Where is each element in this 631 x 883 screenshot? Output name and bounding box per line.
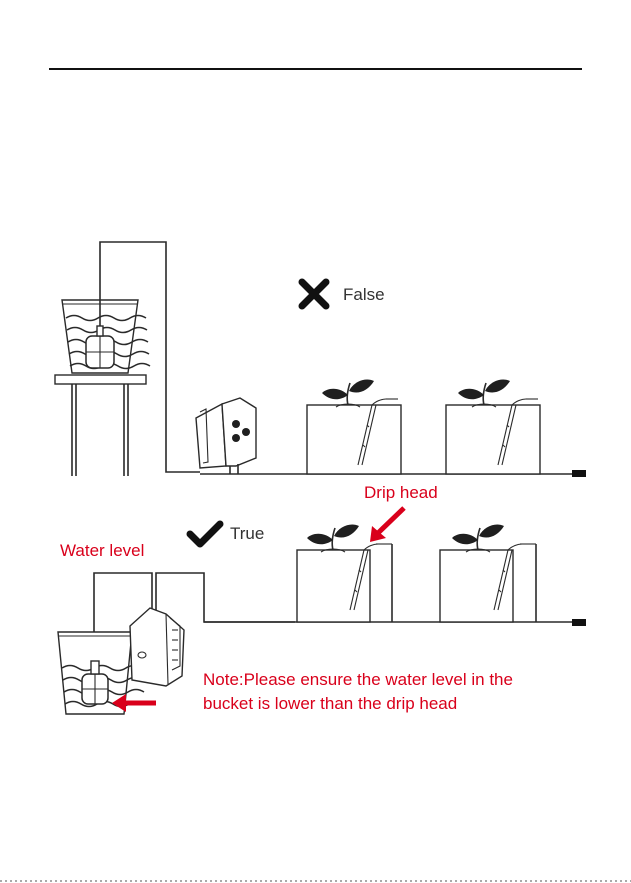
false-scenario: False: [55, 242, 586, 477]
drip-head-arrow: [370, 508, 404, 542]
elevated-bucket: [62, 300, 150, 373]
pump-unit: [196, 398, 256, 474]
pot-false-1: [307, 379, 401, 474]
note-line-1: Note:Please ensure the water level in th…: [203, 670, 513, 689]
cross-icon: [302, 282, 326, 306]
note-line-2: bucket is lower than the drip head: [203, 694, 457, 713]
water-level-label: Water level: [60, 541, 144, 560]
false-label: False: [343, 285, 385, 304]
pump-unit-true: [130, 608, 184, 686]
true-label: True: [230, 524, 264, 543]
pot-true-2: [440, 524, 536, 622]
true-scenario: True Drip head Water level: [58, 483, 586, 714]
pot-false-2: [446, 379, 540, 474]
drip-head-label: Drip head: [364, 483, 438, 502]
table-top: [55, 375, 146, 384]
check-icon: [190, 524, 220, 544]
